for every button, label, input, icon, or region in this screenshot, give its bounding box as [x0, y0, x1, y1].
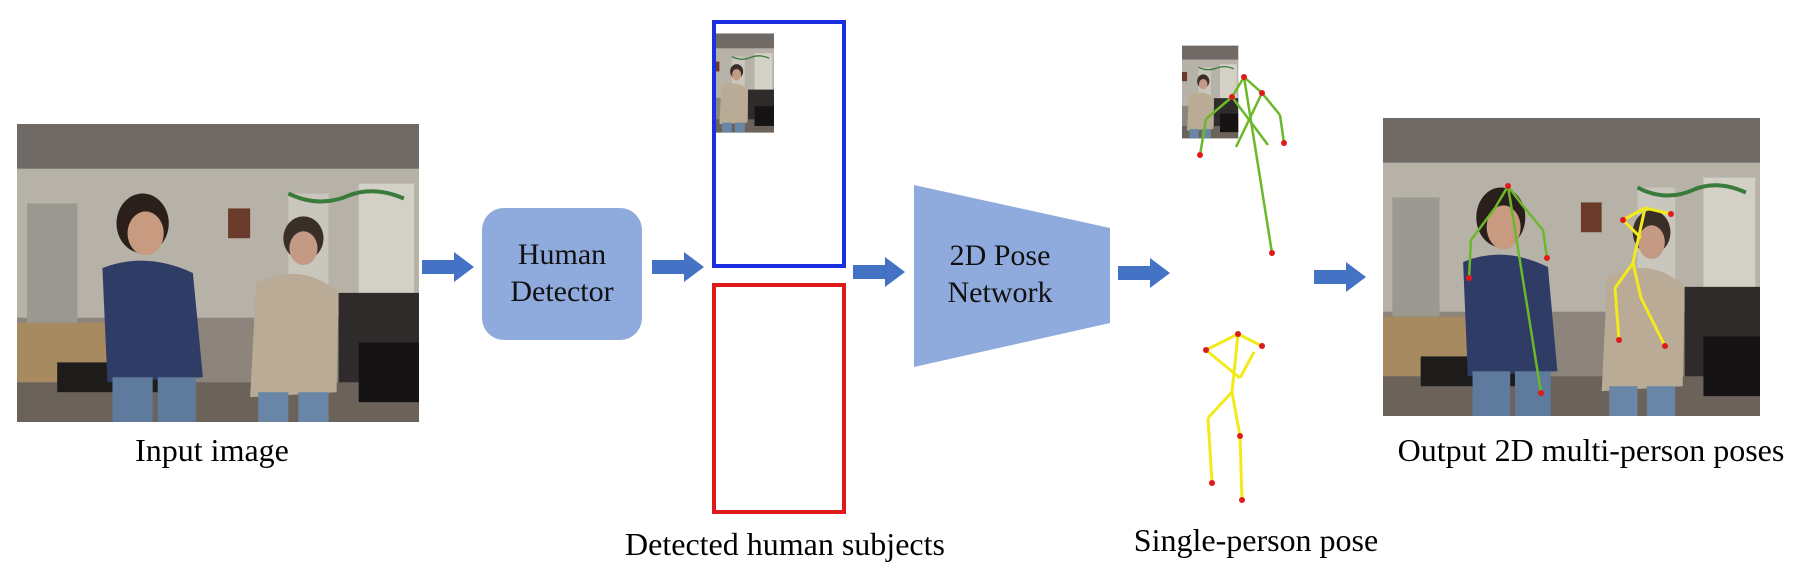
human-detector-block: Human Detector	[482, 208, 642, 340]
caption-output-poses: Output 2D multi-person poses	[1397, 432, 1785, 468]
input-image	[17, 124, 419, 422]
detection-box-person-1	[712, 20, 846, 268]
skeleton-person-2	[1203, 331, 1265, 503]
pose-network-label: 2D Pose Network	[900, 238, 1100, 311]
pose-network-label-line2: Network	[947, 275, 1053, 309]
caption-detected-subjects: Detected human subjects	[625, 526, 945, 562]
arrow-icon	[652, 252, 704, 282]
pose-network-block	[914, 185, 1110, 367]
arrow-icon	[422, 252, 474, 282]
caption-input-image: Input image	[135, 432, 289, 468]
arrow-icon	[1118, 258, 1170, 288]
output-skeletons	[1466, 183, 1674, 396]
skeleton-person-1	[1197, 74, 1287, 256]
human-detector-label-line2: Detector	[510, 275, 614, 308]
human-detector-label-line1: Human	[517, 238, 607, 272]
caption-single-person-pose: Single-person pose	[1133, 522, 1379, 558]
pose-network-label-line1: 2D Pose	[949, 239, 1051, 272]
detection-box-person-2	[712, 283, 846, 514]
arrow-icon	[853, 257, 905, 287]
arrow-icon	[1314, 262, 1366, 292]
